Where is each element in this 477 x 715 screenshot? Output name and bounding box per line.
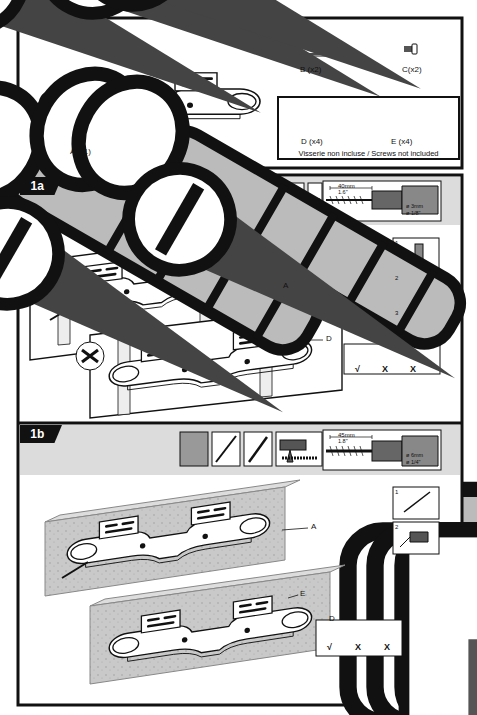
check-mark: √ <box>327 643 332 652</box>
step-number: 2 <box>395 275 398 281</box>
dimension: 40mm <box>338 183 355 189</box>
dimension: ø 1/8" <box>406 211 421 217</box>
dimension: 1.8" <box>338 439 348 445</box>
cross-mark: X <box>355 643 361 652</box>
callout-letter: D <box>326 335 332 343</box>
dimension: 45mm <box>338 432 355 438</box>
part-label: C(x2) <box>402 66 422 74</box>
part-label: B (x2) <box>300 66 321 74</box>
callout-letter: E <box>300 590 305 598</box>
cross-mark: X <box>384 643 390 652</box>
dimension: ø 3mm <box>406 204 423 210</box>
callout-letter: A <box>311 523 316 531</box>
dimension: ø 1/4" <box>406 460 421 466</box>
dimension: 1.6" <box>338 190 348 196</box>
node-text: 1b <box>30 428 44 440</box>
node-text: Visserie non incluse / Screws not includ… <box>299 150 439 158</box>
screws-box: D (x4) E (x4) Visserie non incluse / Screw… <box>277 96 460 160</box>
cross-mark: X <box>410 365 416 374</box>
step-number: 1 <box>395 489 398 495</box>
node-text: E (x4) <box>391 138 412 146</box>
callout-letter: D <box>329 615 335 623</box>
step-number: 1 <box>395 240 398 246</box>
node-text: D (x4) <box>301 138 323 146</box>
step-number: 3 <box>395 310 398 316</box>
callout-letter: A <box>283 282 288 290</box>
node-text: 1a <box>31 180 44 192</box>
dimension: ø 6mm <box>406 453 423 459</box>
part-label: A (x1) <box>70 148 91 156</box>
step-number: 2 <box>395 524 398 530</box>
cross-mark: X <box>382 365 388 374</box>
check-mark: √ <box>355 365 360 374</box>
